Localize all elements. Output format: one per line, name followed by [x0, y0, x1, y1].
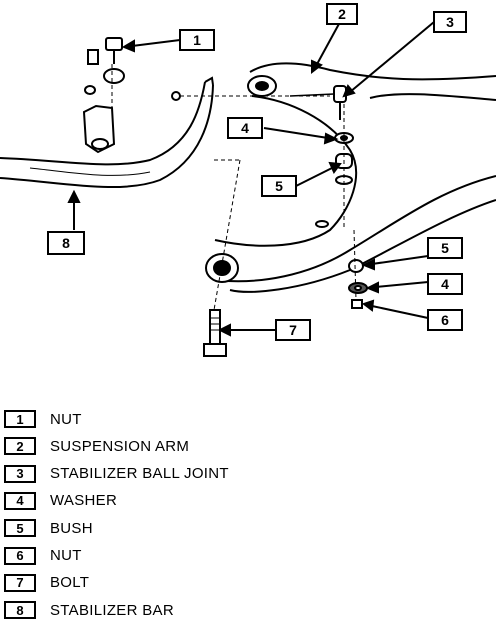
- callout-4: 4: [427, 273, 463, 295]
- legend-row: 2 SUSPENSION ARM: [4, 435, 189, 457]
- callout-1: 1: [179, 29, 215, 51]
- ball-joint-drawing: [289, 85, 347, 120]
- leader-arrows: [67, 21, 435, 337]
- legend-number: 1: [4, 410, 36, 428]
- bolt-drawing: [203, 309, 227, 357]
- legend-number: 2: [4, 437, 36, 456]
- legend-number: 6: [4, 546, 36, 565]
- callout-8: 8: [47, 231, 85, 255]
- small-parts-right-drawing: [171, 91, 368, 309]
- legend-number: 5: [4, 519, 36, 538]
- stabilizer-bar-drawing: [0, 76, 214, 188]
- legend-number: 4: [4, 491, 36, 510]
- legend-label: WASHER: [50, 492, 118, 510]
- callout-number: 4: [241, 120, 249, 136]
- legend-label: STABILIZER BALL JOINT: [50, 465, 229, 483]
- callout-3: 3: [433, 11, 467, 33]
- legend-label: BUSH: [50, 519, 93, 537]
- clamp-bracket-drawing: [82, 37, 125, 154]
- callout-number: 6: [441, 312, 449, 328]
- legend-row: 4 WASHER: [4, 490, 117, 512]
- callout-number: 5: [441, 240, 449, 256]
- callout-number: 4: [441, 276, 449, 292]
- callout-7: 7: [275, 319, 311, 341]
- callout-4: 4: [227, 117, 263, 139]
- legend-label: NUT: [50, 410, 82, 428]
- callout-2: 2: [326, 3, 358, 25]
- callout-number: 2: [338, 6, 346, 22]
- alignment-lines: [111, 64, 357, 311]
- legend-label: BOLT: [50, 574, 90, 592]
- callout-number: 7: [289, 322, 297, 338]
- legend-row: 3 STABILIZER BALL JOINT: [4, 463, 229, 485]
- legend-label: STABILIZER BAR: [50, 601, 174, 619]
- callout-6: 6: [427, 309, 463, 331]
- callout-5: 5: [261, 175, 297, 197]
- legend-row: 1 NUT: [4, 408, 82, 430]
- legend-row: 6 NUT: [4, 545, 82, 567]
- legend-label: SUSPENSION ARM: [50, 437, 190, 455]
- legend-number: 3: [4, 464, 36, 483]
- callout-number: 1: [193, 32, 201, 48]
- legend-row: 7 BOLT: [4, 572, 89, 594]
- callout-number: 8: [62, 235, 70, 251]
- callout-boxes: 1 2 3 4 5 8 5 4 6 7: [47, 3, 467, 341]
- callout-number: 3: [446, 14, 454, 30]
- callout-5: 5: [427, 237, 463, 259]
- legend-row: 8 STABILIZER BAR: [4, 599, 174, 621]
- callout-number: 5: [275, 178, 283, 194]
- legend-row: 5 BUSH: [4, 517, 93, 539]
- exploded-parts-diagram: 1 2 3 4 5 8 5 4 6 7: [0, 3, 496, 357]
- legend-label: NUT: [50, 547, 82, 564]
- legend-number: 8: [4, 601, 36, 620]
- legend-number: 7: [4, 573, 36, 592]
